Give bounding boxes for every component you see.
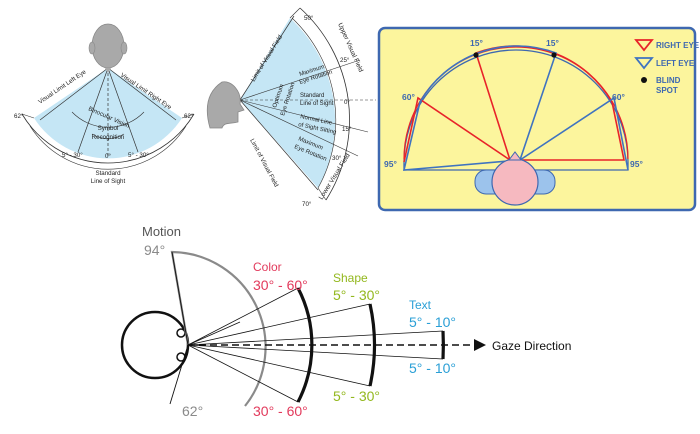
legend-right-eye: RIGHT EYE bbox=[656, 41, 700, 50]
angle-62-left: 62° bbox=[14, 113, 24, 120]
outer-arc bbox=[21, 113, 195, 164]
angle-5-30-right: 5° - 30° bbox=[128, 152, 149, 159]
motion-upper: 94° bbox=[144, 242, 165, 258]
head-outline bbox=[120, 310, 190, 380]
motion-sector bbox=[170, 250, 267, 407]
text-upper: 5° - 10° bbox=[409, 314, 456, 330]
legend-right-eye-swatch bbox=[634, 39, 654, 52]
legend-blind-spot-swatch bbox=[641, 77, 647, 83]
blind-spot-right bbox=[551, 52, 557, 58]
deg-50: 50° bbox=[304, 15, 314, 22]
deg-15-left: 15° bbox=[470, 38, 483, 48]
shape-label: Shape bbox=[333, 271, 368, 285]
label-recognition: Recognition bbox=[92, 134, 125, 141]
head-top-view bbox=[91, 23, 125, 69]
motion-label: Motion bbox=[142, 224, 181, 239]
head-side-view bbox=[206, 81, 245, 129]
blind-spot-left bbox=[473, 52, 479, 58]
shape-lower: 5° - 30° bbox=[333, 388, 380, 404]
angle-62-right: 62° bbox=[184, 113, 194, 120]
panel-peripheral-perception: Gaze Direction Motion 94° 62° Color 30° … bbox=[120, 224, 571, 419]
label-standard-los-2: Line of Sight bbox=[300, 101, 334, 107]
gaze-arrowhead bbox=[474, 339, 486, 351]
panel-horizontal-field: Visual Limit Left Eye Visual Limit Right… bbox=[14, 23, 195, 185]
gaze-direction-label: Gaze Direction bbox=[492, 339, 571, 353]
label-standard: Standard bbox=[95, 170, 121, 177]
monocular-panel-background bbox=[377, 26, 697, 212]
deg-25: 25° bbox=[340, 57, 350, 64]
legend-left-eye-swatch bbox=[634, 57, 654, 70]
legend-blind-2: SPOT bbox=[656, 86, 678, 95]
eye-lower bbox=[176, 352, 186, 362]
label-upper-visual-field: Upper Visual Field bbox=[336, 22, 364, 74]
deg-60-left: 60° bbox=[402, 92, 415, 102]
text-lower: 5° - 10° bbox=[409, 360, 456, 376]
deg-15: 15° bbox=[342, 126, 352, 133]
deg-60-right: 60° bbox=[612, 92, 625, 102]
label-line-of-sight: Line of Sight bbox=[91, 178, 126, 185]
label-limit-lower: Limit of Visual Field bbox=[248, 138, 280, 189]
eye-upper bbox=[176, 328, 186, 338]
panel-vertical-field: Upper Visual Field Lower Visual Field Li… bbox=[206, 7, 376, 208]
panel-monocular-field: 15° 15° 60° 60° 95° 95° RIGHT EYE LEFT E… bbox=[377, 26, 700, 212]
color-upper: 30° - 60° bbox=[253, 277, 308, 293]
head-top bbox=[491, 158, 539, 206]
text-label: Text bbox=[409, 298, 432, 312]
outer-arc-2 bbox=[29, 125, 187, 170]
legend-left-eye: LEFT EYE bbox=[656, 59, 695, 68]
deg-70: 70° bbox=[302, 201, 312, 208]
color-label: Color bbox=[253, 260, 282, 274]
deg-30: 30° bbox=[332, 155, 342, 162]
label-symbol: Symbol bbox=[98, 125, 119, 132]
deg-0: 0° bbox=[344, 99, 350, 106]
motion-lower: 62° bbox=[182, 403, 203, 419]
legend: RIGHT EYE LEFT EYE BLIND SPOT bbox=[634, 39, 700, 95]
deg-15-right: 15° bbox=[546, 38, 559, 48]
angle-0: 0° bbox=[105, 153, 111, 160]
vertical-field-area bbox=[240, 18, 336, 188]
shape-arc bbox=[368, 303, 377, 387]
deg-95-right: 95° bbox=[630, 159, 643, 169]
deg-95-left: 95° bbox=[384, 159, 397, 169]
legend-blind-1: BLIND bbox=[656, 76, 681, 85]
angle-5-30-left: 5° - 30° bbox=[62, 152, 83, 159]
color-lower: 30° - 60° bbox=[253, 403, 308, 419]
label-standard-los-1: Standard bbox=[300, 93, 324, 99]
shape-upper: 5° - 30° bbox=[333, 287, 380, 303]
